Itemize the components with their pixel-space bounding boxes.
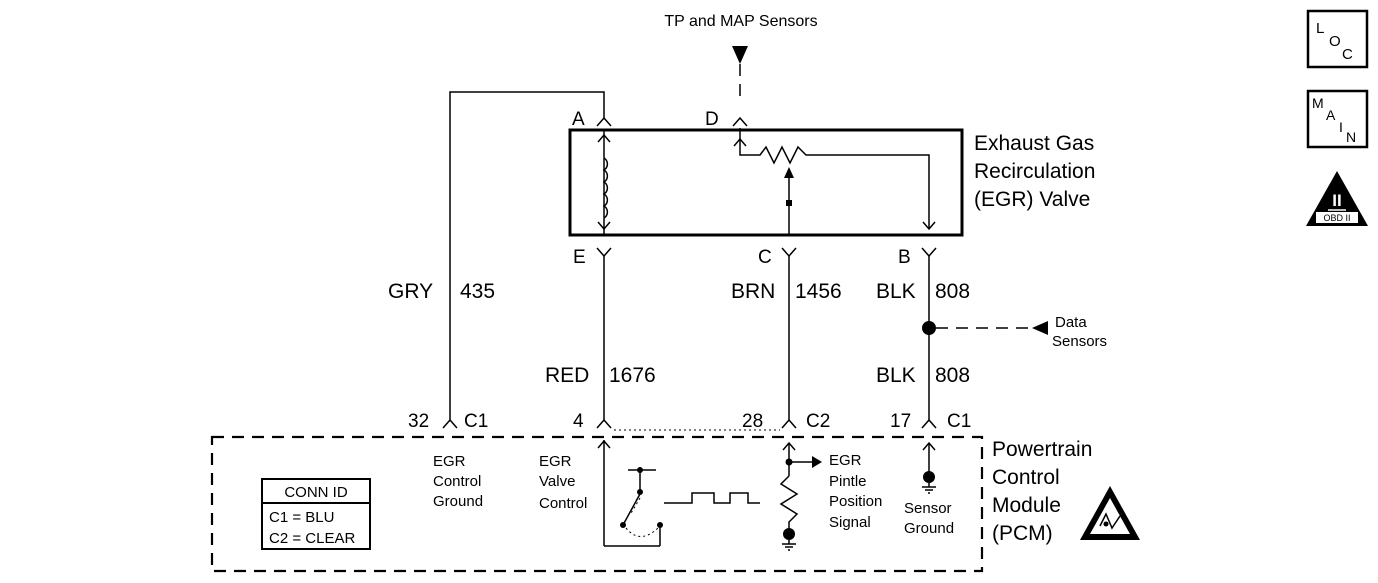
pcm-conn-c1-b: C1: [947, 411, 971, 432]
conn-id-row-c1: C1 = BLU: [269, 509, 334, 526]
tp-map-arrow-icon: [732, 46, 748, 64]
wire-red-color: RED: [545, 364, 589, 387]
egr-control-ground-1: EGR: [433, 453, 466, 470]
sensor-ground-1: Sensor: [904, 500, 952, 517]
data-sensors-label-1: Data: [1055, 314, 1087, 331]
pin-e-label: E: [573, 247, 586, 268]
data-sensors-arrow-icon: [1032, 321, 1048, 335]
pcm-pin-28: 28: [742, 411, 763, 432]
pcm-pin-4: 4: [573, 411, 584, 432]
pcm-conn-c1-a: C1: [464, 411, 488, 432]
wire-blk-lower-circuit: 808: [935, 364, 970, 387]
wire-brn-color: BRN: [731, 280, 775, 303]
egr-valve-name-2: Recirculation: [974, 160, 1095, 183]
solenoid-coil-icon: [602, 157, 609, 219]
pcm-pin-32: 32: [408, 411, 429, 432]
conn-id-table: CONN ID C1 = BLU C2 = CLEAR: [261, 478, 371, 550]
egr-valve-name-1: Exhaust Gas: [974, 132, 1094, 155]
wire-red-circuit: 1676: [609, 364, 656, 387]
egr-control-ground-2: Control: [433, 473, 481, 490]
tp-map-sensors-label: TP and MAP Sensors: [664, 13, 817, 30]
pcm-name-1: Powertrain: [992, 438, 1092, 461]
pintle-signal-circuit-icon: [779, 441, 822, 551]
egr-valve-name-3: (EGR) Valve: [974, 188, 1090, 211]
pin-a-label: A: [572, 109, 585, 130]
egr-driver-switch-icon: [597, 439, 663, 547]
egr-control-ground-3: Ground: [433, 493, 483, 510]
obd-caption: OBD II: [1323, 213, 1350, 223]
egr-pintle-signal-1: EGR: [829, 452, 862, 469]
pcm-name-2: Control: [992, 466, 1060, 489]
esd-sensitive-icon: [1080, 486, 1140, 540]
egr-pintle-signal-4: Signal: [829, 514, 871, 531]
conn-id-title: CONN ID: [284, 484, 348, 501]
loc-letter-c: C: [1342, 46, 1353, 63]
pcm-box: [210, 435, 984, 573]
loc-button[interactable]: L O C: [1306, 9, 1369, 69]
main-letter-n: N: [1346, 129, 1356, 145]
wire-blk-lower-color: BLK: [876, 364, 916, 387]
egr-pintle-signal-3: Position: [829, 493, 882, 510]
splice-dot: [922, 321, 936, 335]
wire-gry-435: [449, 91, 605, 420]
sensor-ground-icon: [922, 441, 936, 494]
egr-valve-box: [568, 128, 964, 237]
wire-gry-color: GRY: [388, 280, 433, 303]
connector-chevrons: [442, 116, 937, 429]
pcm-name-3: Module: [992, 494, 1061, 517]
pin-c-label: C: [758, 247, 772, 268]
wire-brn-circuit: 1456: [795, 280, 842, 303]
wire-gry-circuit: 435: [460, 280, 495, 303]
obd-numeral: II: [1332, 191, 1341, 210]
pin-d-label: D: [705, 109, 719, 130]
main-letter-i: I: [1339, 119, 1343, 135]
pcm-pin-17: 17: [890, 411, 911, 432]
egr-valve-control-1: EGR: [539, 453, 572, 470]
egr-valve-control-2: Valve: [539, 473, 575, 490]
data-sensors-label-2: Sensors: [1052, 333, 1107, 350]
wire-blk-upper-circuit: 808: [935, 280, 970, 303]
sensor-ground-2: Ground: [904, 520, 954, 537]
loc-letter-l: L: [1316, 20, 1324, 37]
pcm-conn-c2: C2: [806, 411, 830, 432]
obd-ii-button[interactable]: II OBD II: [1306, 171, 1368, 226]
pin-b-label: B: [898, 247, 911, 268]
main-letter-a: A: [1326, 107, 1336, 123]
egr-pintle-signal-2: Pintle: [829, 473, 867, 490]
main-letter-m: M: [1312, 95, 1324, 111]
pcm-name-4: (PCM): [992, 522, 1053, 545]
pwm-signal-icon: [664, 492, 760, 504]
egr-valve-control-3: Control: [539, 495, 587, 512]
loc-letter-o: O: [1329, 33, 1341, 50]
conn-id-row-c2: C2 = CLEAR: [269, 530, 355, 547]
wire-blk-upper-color: BLK: [876, 280, 916, 303]
pintle-potentiometer-icon: [739, 128, 930, 228]
main-button[interactable]: M A I N: [1306, 89, 1369, 149]
